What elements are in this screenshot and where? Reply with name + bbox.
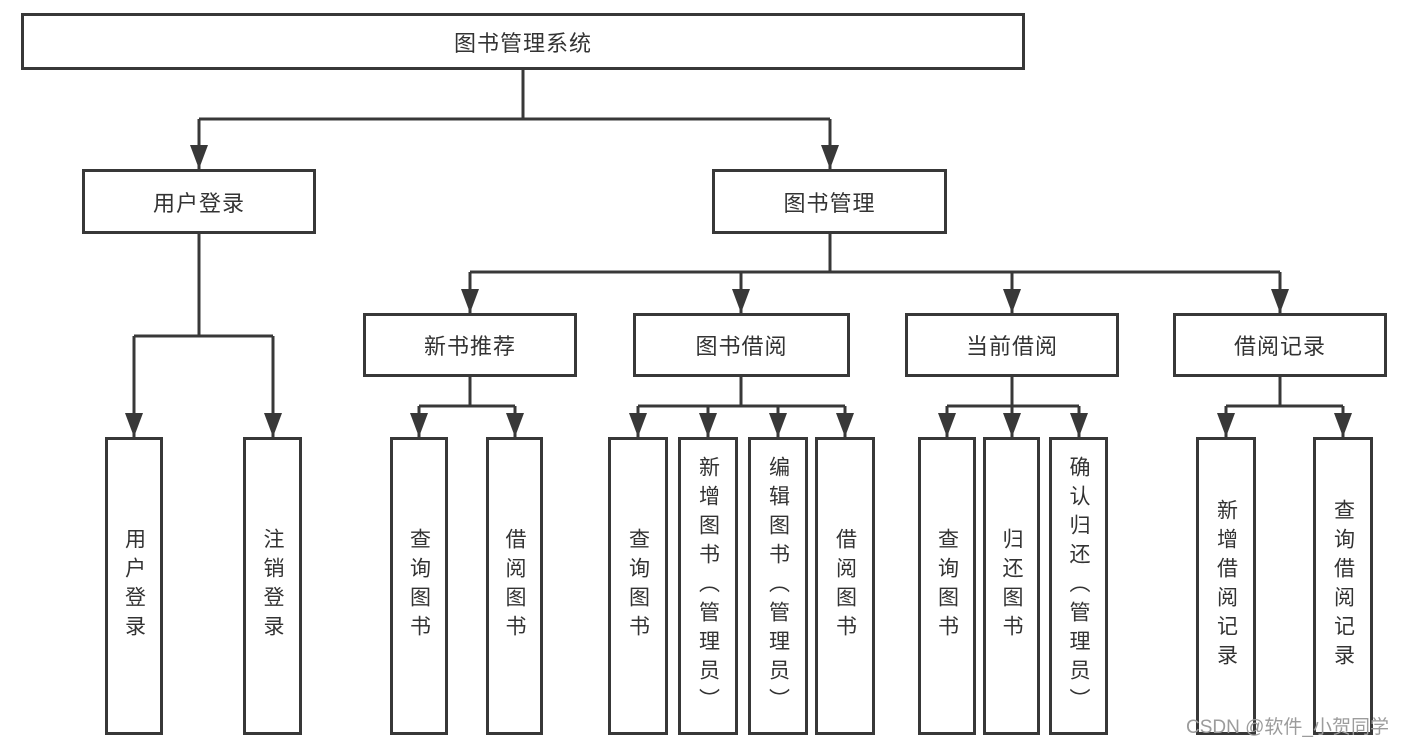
leaf-add-books-admin: 新增图书（管理员）	[678, 437, 738, 735]
node-root-system: 图书管理系统	[21, 13, 1025, 70]
leaf-confirm-return-admin: 确认归还（管理员）	[1049, 437, 1108, 735]
leaf-query-borrow-record-label: 查询借阅记录	[1331, 499, 1355, 673]
leaf-newbook-borrow-books-label: 借阅图书	[503, 528, 526, 644]
leaf-edit-books-admin: 编辑图书（管理员）	[748, 437, 808, 735]
leaf-logout-label: 注销登录	[261, 528, 284, 644]
leaf-borrow-query-books: 查询图书	[608, 437, 668, 735]
node-book-management: 图书管理	[712, 169, 947, 234]
leaf-confirm-return-admin-label: 确认归还（管理员）	[1067, 455, 1090, 717]
leaf-borrow-query-books-label: 查询图书	[626, 528, 650, 644]
leaf-current-query-books-label: 查询图书	[935, 528, 959, 644]
node-current-borrow: 当前借阅	[905, 313, 1119, 377]
node-new-book-recommend-label: 新书推荐	[423, 334, 516, 359]
node-book-borrow-label: 图书借阅	[695, 334, 788, 359]
node-new-book-recommend: 新书推荐	[363, 313, 577, 377]
leaf-edit-books-admin-label: 编辑图书（管理员）	[766, 455, 790, 717]
node-root-label: 图书管理系统	[453, 30, 592, 56]
node-user-login: 用户登录	[82, 169, 316, 234]
leaf-user-login: 用户登录	[105, 437, 163, 735]
leaf-borrow-books: 借阅图书	[815, 437, 875, 735]
node-borrow-record: 借阅记录	[1173, 313, 1387, 377]
node-borrow-record-label: 借阅记录	[1233, 334, 1326, 359]
leaf-return-books-label: 归还图书	[1000, 528, 1023, 644]
node-book-borrow: 图书借阅	[633, 313, 850, 377]
leaf-add-borrow-record: 新增借阅记录	[1196, 437, 1256, 735]
leaf-add-books-admin-label: 新增图书（管理员）	[696, 455, 720, 717]
leaf-newbook-borrow-books: 借阅图书	[486, 437, 543, 735]
leaf-add-borrow-record-label: 新增借阅记录	[1214, 499, 1238, 673]
node-user-login-label: 用户登录	[152, 190, 245, 216]
leaf-current-query-books: 查询图书	[918, 437, 976, 735]
csdn-watermark: CSDN @软件_小贺同学	[1186, 717, 1389, 738]
leaf-logout: 注销登录	[243, 437, 302, 735]
node-current-borrow-label: 当前借阅	[965, 334, 1058, 359]
node-book-management-label: 图书管理	[783, 190, 876, 216]
leaf-return-books: 归还图书	[983, 437, 1040, 735]
leaf-borrow-books-label: 借阅图书	[833, 528, 857, 644]
leaf-user-login-label: 用户登录	[122, 528, 146, 644]
leaf-newbook-query-books-label: 查询图书	[407, 528, 431, 644]
leaf-query-borrow-record: 查询借阅记录	[1313, 437, 1373, 735]
leaf-newbook-query-books: 查询图书	[390, 437, 448, 735]
